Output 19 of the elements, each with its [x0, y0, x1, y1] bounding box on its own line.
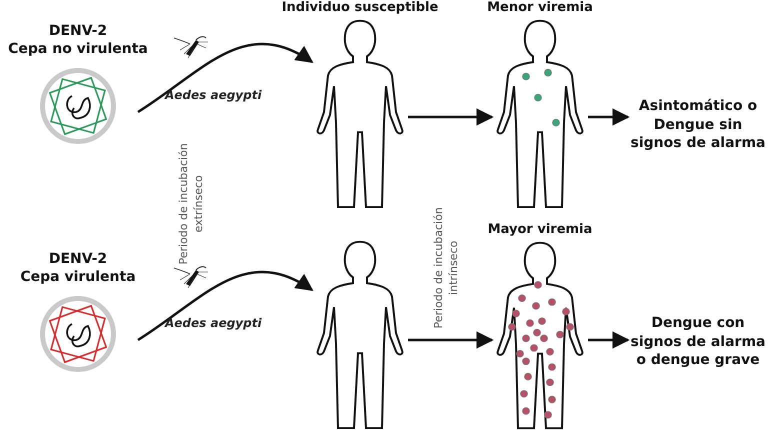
arrow — [588, 108, 630, 126]
incubation-period-label: Periodo de incubación extrínseco — [177, 142, 206, 266]
body-heading: Menor viremia — [487, 0, 593, 17]
arrow — [137, 42, 314, 114]
strain-heading: Cepa virulenta — [20, 268, 136, 286]
strain-heading: Cepa no virulenta — [8, 40, 148, 58]
serotype-heading: DENV-2 — [48, 250, 108, 268]
arrow — [408, 108, 494, 126]
body-heading: Mayor viremia — [488, 222, 592, 239]
edge-label: Aedes aegypti — [165, 88, 262, 102]
outcome-text: Asintomático o Dengue sin signos de alarma — [630, 96, 766, 154]
serotype-heading: DENV-2 — [48, 22, 108, 40]
edge-label: Aedes aegypti — [165, 316, 262, 330]
body-heading: Individuo susceptible — [282, 0, 438, 17]
outcome-text: Dengue con signos de alarma o dengue grave — [630, 314, 766, 370]
arrow — [408, 331, 494, 349]
arrow — [137, 270, 314, 342]
arrow — [588, 331, 630, 349]
incubation-period-label: Periodo de incubación intrínseco — [432, 206, 461, 330]
